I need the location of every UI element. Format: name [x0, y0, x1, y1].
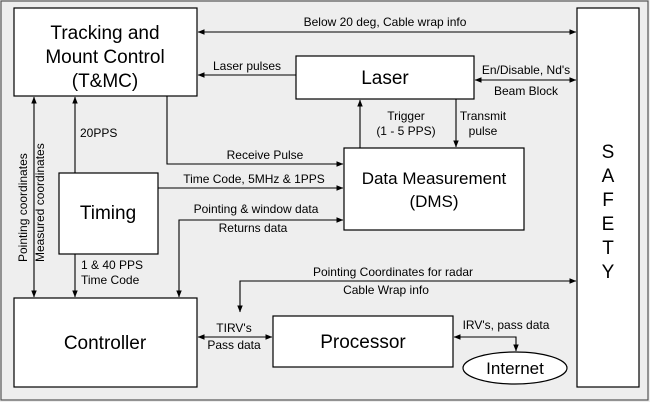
processor-label: Processor: [320, 332, 406, 353]
dms-label-line1: Data Measurement: [362, 169, 507, 188]
irv-arrow: [453, 334, 519, 352]
radar-label-2: Cable Wrap info: [343, 283, 429, 297]
receive-pulse-arrow: [166, 96, 344, 167]
safety-letter-e: E: [602, 214, 615, 235]
processor-box: [272, 315, 454, 368]
trigger-label-1: Trigger: [387, 109, 425, 123]
laser-safety-label-1: En/Disable, Nd's: [482, 63, 570, 77]
tmc-box: [13, 7, 198, 97]
pps-1-40-label: 1 & 40 PPS: [81, 258, 143, 272]
pointing-window-label: Pointing & window data: [194, 202, 319, 216]
tmc-label-line3: (T&MC): [72, 71, 138, 92]
safety-letter-y: Y: [602, 262, 615, 283]
safety-box: [576, 7, 640, 388]
pointing-coords-label: Pointing coordinates: [16, 153, 30, 262]
internet-ellipse: [462, 351, 568, 385]
controller-box: [13, 297, 198, 388]
radar-label-1: Pointing Coordinates for radar: [313, 265, 473, 279]
irv-label: IRV's, pass data: [463, 318, 550, 332]
laser-pulses-label: Laser pulses: [213, 59, 281, 73]
timing-label: Timing: [80, 203, 136, 224]
radar-arrow: [237, 278, 577, 313]
laser-label: Laser: [361, 68, 409, 89]
dms-label-line2: (DMS): [409, 192, 458, 211]
transmit-label-2: pulse: [469, 124, 498, 138]
trigger-label-2: (1 - 5 PPS): [376, 124, 435, 138]
time-code-2-label: Time Code: [81, 273, 140, 287]
tmc-safety-label: Below 20 deg, Cable wrap info: [304, 15, 467, 29]
laser-box: [295, 55, 475, 100]
dms-box: [343, 147, 525, 231]
tirv-label-2: Pass data: [207, 338, 261, 352]
internet-label: Internet: [486, 359, 544, 378]
transmit-label-1: Transmit: [460, 109, 507, 123]
tmc-label-line1: Tracking and: [50, 23, 159, 44]
returns-data-label: Returns data: [219, 221, 288, 235]
time-code-label: Time Code, 5MHz & 1PPS: [183, 172, 325, 186]
measured-coords-label: Measured coordinates: [33, 143, 47, 262]
timing-box: [58, 172, 159, 255]
pointing-window-arrow: [176, 217, 344, 298]
pps20-label: 20PPS: [80, 126, 117, 140]
safety-letter-f: F: [602, 190, 614, 211]
safety-letter-t: T: [602, 238, 614, 259]
receive-pulse-label: Receive Pulse: [227, 148, 304, 162]
tirv-label-1: TIRV's: [216, 321, 251, 335]
tmc-label-line2: Mount Control: [45, 47, 164, 68]
safety-letter-a: A: [602, 166, 615, 187]
safety-letter-s: S: [602, 142, 615, 163]
laser-safety-label-2: Beam Block: [494, 84, 559, 98]
controller-label: Controller: [64, 333, 147, 354]
